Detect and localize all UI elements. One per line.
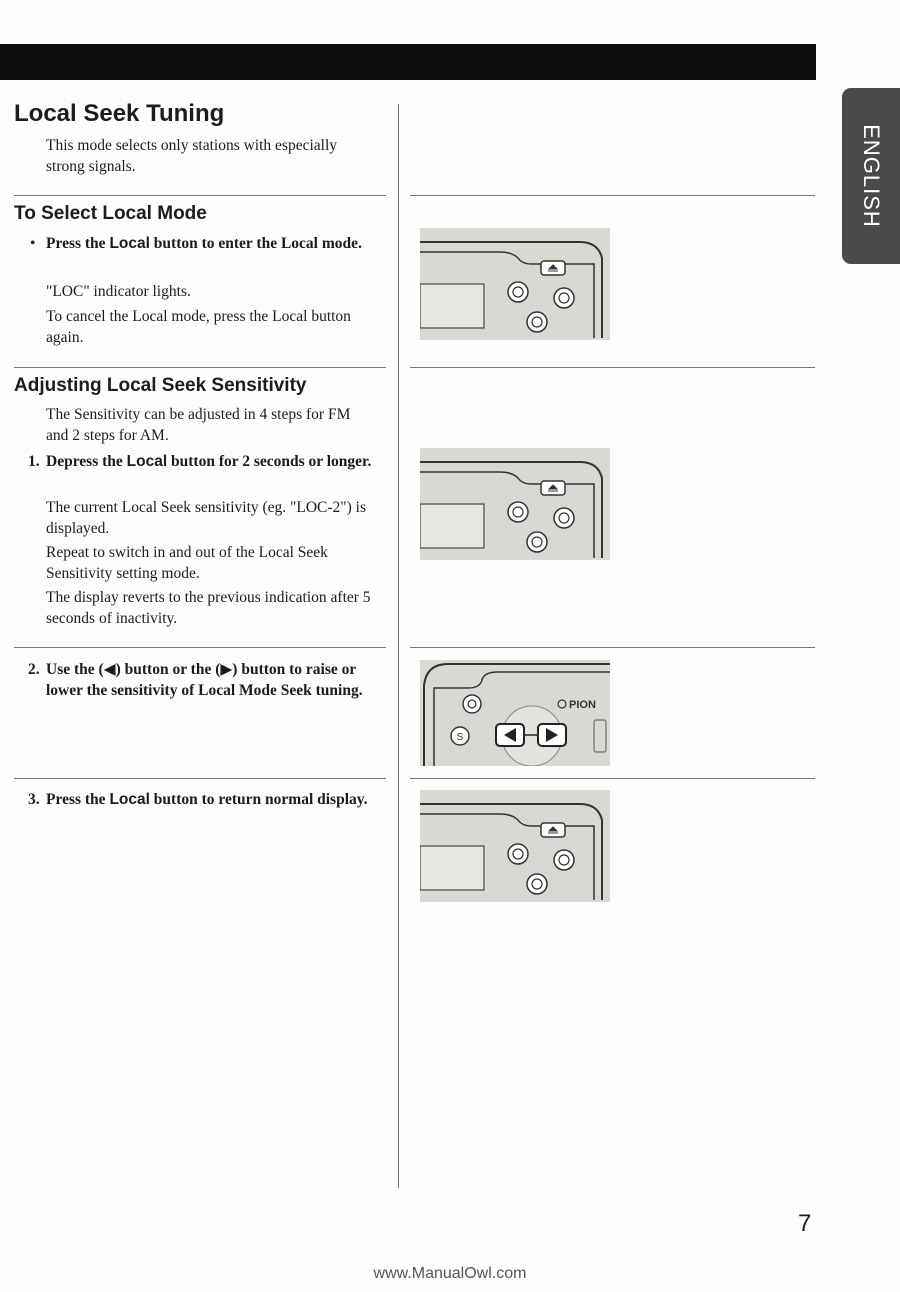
cd-slot [420, 251, 595, 338]
step-number: 2. [28, 661, 40, 678]
page-number: 7 [798, 1210, 812, 1237]
divider [14, 367, 386, 368]
panel-outline [420, 803, 603, 900]
knob-button [558, 292, 570, 304]
language-tab-label: ENGLISH [859, 124, 884, 228]
divider [14, 195, 386, 196]
knob-button [462, 694, 482, 714]
head-unit-illustration-2 [420, 448, 610, 560]
head-unit-illustration-3: S PION [420, 660, 610, 766]
step-text: button for 2 seconds or longer. [167, 453, 372, 470]
divider [410, 778, 815, 779]
eject-icon [547, 484, 559, 492]
local-button [531, 878, 543, 890]
source-button [450, 726, 470, 746]
section-heading-select: To Select Local Mode [14, 203, 207, 224]
side-button [593, 719, 607, 753]
adjust-step-1: Depress the Local button for 2 seconds o… [46, 451, 376, 472]
step-text: Press the [46, 235, 110, 252]
header-bar [0, 44, 816, 80]
knob-button [512, 506, 524, 518]
panel-outline [420, 461, 603, 558]
knob-button [558, 512, 570, 524]
knob-button [558, 854, 570, 866]
cd-slot [433, 671, 610, 766]
divider [410, 195, 815, 196]
source-button-label: S [457, 732, 464, 743]
adjust-step-2: Use the (◀) button or the (▶) button to … [46, 661, 363, 699]
local-button-name: Local [109, 791, 150, 808]
page-title: Local Seek Tuning [14, 100, 225, 127]
footer-watermark: www.ManualOwl.com [373, 1265, 527, 1282]
head-unit-illustration-4 [420, 790, 610, 902]
brand-logo-icon [557, 699, 567, 709]
select-note-1: "LOC" indicator lights. [46, 283, 191, 300]
display-window [420, 845, 485, 891]
divider [410, 367, 815, 368]
section-heading-adjust: Adjusting Local Seek Sensitivity [14, 375, 307, 396]
panel-outline [423, 663, 610, 766]
adjust-note-3: The display reverts to the previous indi… [46, 589, 371, 627]
divider [14, 778, 386, 779]
adjust-note-2: Repeat to switch in and out of the Local… [46, 544, 328, 582]
local-button-name: Local [109, 235, 150, 252]
step-number: 1. [28, 453, 40, 470]
head-unit-illustration-1 [420, 228, 610, 340]
knob-button [553, 849, 575, 871]
eject-icon [547, 826, 559, 834]
cd-slot [420, 813, 595, 900]
knob-button [467, 699, 477, 709]
adjust-note-1: The current Local Seek sensitivity (eg. … [46, 499, 366, 537]
display-window [420, 503, 485, 549]
step-text: button to enter the Local mode. [149, 235, 362, 252]
knob-button [507, 843, 529, 865]
knob-button [512, 848, 524, 860]
adjust-step-3: Press the Local button to return normal … [46, 789, 376, 810]
step-number: 3. [28, 791, 40, 808]
divider [14, 647, 386, 648]
local-button [526, 311, 548, 333]
local-button [531, 536, 543, 548]
local-button-name: Local [126, 453, 168, 470]
local-button [531, 316, 543, 328]
cd-slot [420, 471, 595, 558]
local-button [526, 873, 548, 895]
intro-text: This mode selects only stations with esp… [46, 137, 338, 175]
eject-icon [547, 264, 559, 272]
step-text: button to return normal display. [149, 791, 368, 808]
knob-button [553, 507, 575, 529]
divider [410, 647, 815, 648]
local-button [526, 531, 548, 553]
bullet: • [30, 235, 36, 252]
knob-button [512, 286, 524, 298]
knob-button [507, 281, 529, 303]
step-text: Depress the [46, 453, 127, 470]
step-text: Press the [46, 791, 110, 808]
display-window [420, 283, 485, 329]
adjust-intro: The Sensitivity can be adjusted in 4 ste… [46, 406, 351, 444]
select-step: Press the Local button to enter the Loca… [46, 233, 376, 254]
knob-button [507, 501, 529, 523]
column-divider [398, 104, 399, 1188]
left-arrow-icon [504, 728, 516, 742]
knob-button [553, 287, 575, 309]
language-tab: ENGLISH [842, 88, 900, 264]
select-note-2: To cancel the Local mode, press the Loca… [46, 308, 351, 346]
brand-logo-text: PION [569, 699, 596, 711]
right-arrow-icon [546, 728, 558, 742]
panel-outline [420, 241, 603, 338]
